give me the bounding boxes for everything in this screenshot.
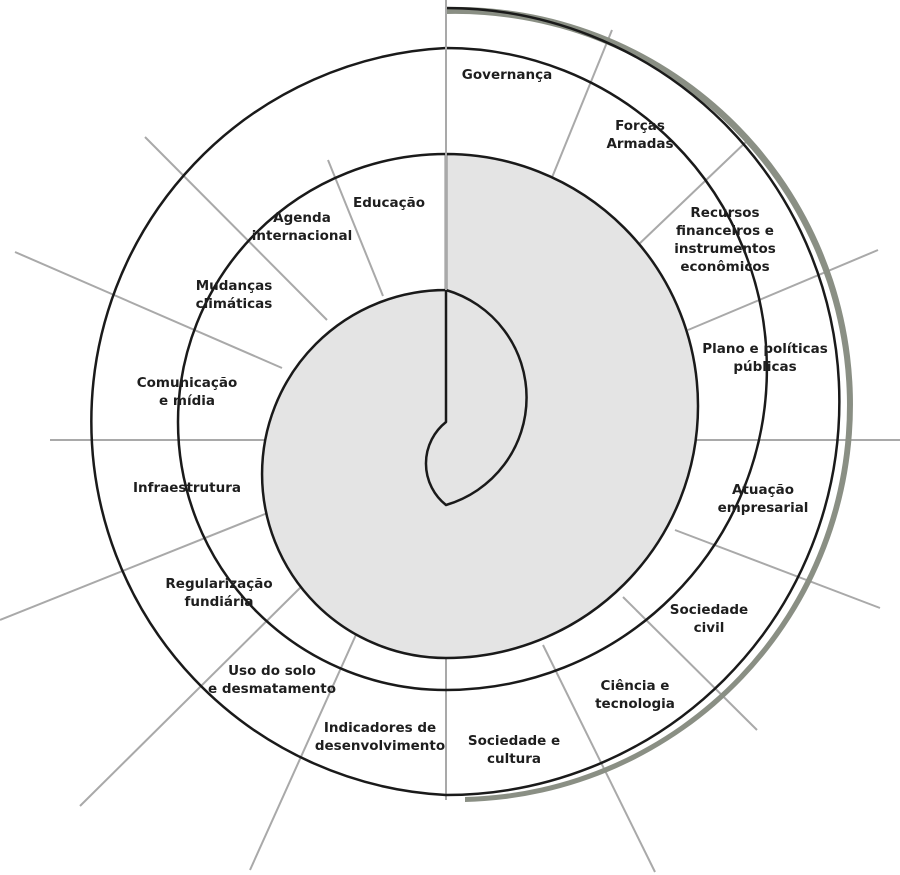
label-ciencia-tecnologia: Ciência e tecnologia [595,678,675,712]
label-uso-solo: Uso do solo e desmatamento [207,663,337,697]
divider-ray-7 [542,644,656,873]
label-comunicacao: Comunicação e mídia [136,375,238,409]
divider-ray-1 [550,29,613,181]
label-mudancas: Mudanças climáticas [195,278,273,312]
label-atuacao-empresarial: Atuação empresarial [717,482,809,516]
label-infraestrutura: Infraestrutura [132,480,242,496]
divider-ray-5 [674,529,881,609]
label-agenda: Agenda internacional [251,210,353,244]
label-sociedade-civil: Sociedade civil [669,602,749,636]
outer-spiral-band [90,6,841,797]
inner-spiral-fill [260,152,700,660]
label-plano-politicas: Plano e políticas públicas [702,341,828,375]
divider-ray-15 [327,159,384,297]
label-forcas-armadas: Forças Armadas [606,118,674,152]
divider-ray-14 [144,136,328,321]
label-educacao: Educação [353,195,425,211]
divider-ray-11 [0,511,271,621]
label-recursos-financeiros: Recursos financeiros e instrumentos econ… [674,205,776,275]
divider-ray-13 [14,251,283,369]
label-sociedade-cultura: Sociedade e cultura [467,733,561,767]
divider-ray-3 [687,249,879,331]
divider-ray-10 [79,582,306,807]
label-regularizacao: Regularização fundiária [165,576,273,610]
label-indicadores: Indicadores de desenvolvimento [314,720,446,754]
divider-ray-2 [636,139,749,247]
label-governanca: Governança [461,67,553,83]
